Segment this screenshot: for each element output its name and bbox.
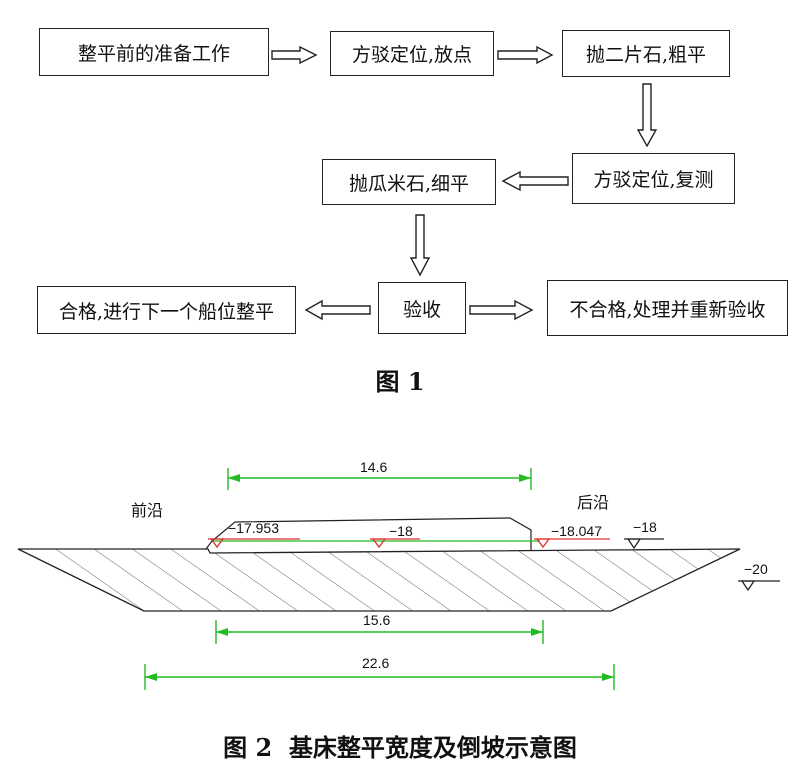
elevation-front-label: −17.953 [228, 520, 279, 536]
step-recheck-label: 方驳定位,复测 [593, 169, 714, 191]
dimension-top-value: 14.6 [360, 459, 388, 475]
step-locate-label: 方驳定位,放点 [351, 44, 473, 66]
step-prepare-box: 整平前的准备工作 [39, 28, 269, 76]
step-prepare-label: 整平前的准备工作 [77, 42, 230, 65]
back-edge-label: 后沿 [577, 493, 610, 512]
step-pass-label: 合格,进行下一个船位整平 [58, 300, 275, 323]
flow-arrows [271, 45, 658, 321]
elevation-triangle-icon [626, 538, 642, 550]
step-recheck-box: 方驳定位,复测 [572, 153, 735, 204]
elevation-triangle-icon [740, 580, 756, 592]
elevation-outer-label: −18 [633, 519, 657, 535]
front-edge-label: 前沿 [131, 501, 164, 520]
step-fine-label: 抛瓜米石,细平 [348, 172, 470, 195]
arrow-down-icon [636, 83, 658, 148]
dimension-middle-value: 15.6 [363, 612, 391, 628]
arrow-down-icon [409, 214, 431, 277]
arrow-right-icon [271, 45, 318, 65]
dimension-bottom [144, 664, 615, 690]
step-pass-box: 合格,进行下一个船位整平 [37, 286, 296, 334]
elevation-triangle-icon [535, 538, 551, 549]
step-coarse-box: 抛二片石,粗平 [562, 30, 730, 77]
arrow-right-icon [469, 299, 534, 321]
step-accept-box: 验收 [378, 282, 466, 334]
dimension-middle [215, 620, 544, 644]
elevation-triangle-icon [371, 538, 387, 549]
elevation-center-label: −18 [389, 523, 413, 539]
step-locate-box: 方驳定位,放点 [330, 31, 494, 76]
dimension-bottom-value: 22.6 [362, 655, 390, 671]
arrow-left-icon [501, 170, 569, 192]
elevation-back-label: −18.047 [551, 523, 602, 539]
step-coarse-label: 抛二片石,粗平 [585, 44, 707, 66]
step-fine-box: 抛瓜米石,细平 [322, 159, 496, 205]
step-fail-box: 不合格,处理并重新验收 [547, 280, 788, 336]
figure1-caption: 图 1 [375, 367, 425, 396]
step-accept-label: 验收 [402, 298, 441, 321]
elevation-markers [208, 538, 780, 592]
figure2-caption: 图 2 基床整平宽度及倒坡示意图 [223, 733, 577, 762]
arrow-right-icon [497, 45, 554, 65]
step-fail-label: 不合格,处理并重新验收 [569, 298, 766, 321]
leveled-top-profile [205, 517, 532, 551]
dimension-top [227, 468, 532, 490]
bed-section-body [17, 548, 741, 612]
elevation-bottom-label: −20 [744, 561, 768, 577]
arrow-left-icon [304, 299, 371, 321]
